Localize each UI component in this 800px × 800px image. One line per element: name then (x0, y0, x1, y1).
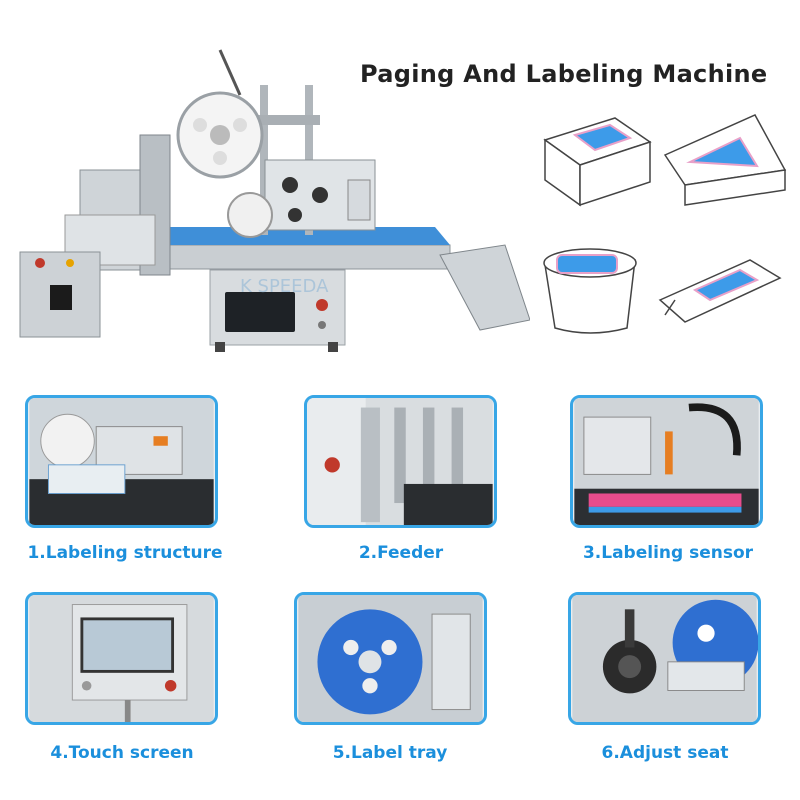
svg-text:K SPEEDA: K SPEEDA (240, 276, 329, 297)
caption-labeling-sensor: 3.Labeling sensor (582, 543, 754, 563)
feeder-photo (304, 395, 497, 528)
labeling-structure-photo (25, 395, 218, 528)
product-shapes (535, 100, 790, 350)
page-title: Paging And Labeling Machine (360, 60, 768, 88)
touch-screen-photo (25, 592, 218, 725)
caption-adjust-seat: 6.Adjust seat (601, 743, 729, 763)
machine-screen (225, 292, 295, 332)
labeling-machine-image: K SPEEDA (10, 30, 531, 360)
adjust-seat-photo (568, 592, 761, 725)
pouch-product-icon (658, 259, 782, 323)
box-product-icon (543, 117, 652, 207)
caption-label-tray: 5.Label tray (332, 743, 448, 763)
caption-labeling-structure: 1.Labeling structure (27, 543, 223, 563)
tub-product-icon (543, 248, 637, 334)
caption-touch-screen: 4.Touch screen (50, 743, 194, 763)
wedge-product-icon (663, 114, 787, 206)
caption-feeder: 2.Feeder (358, 543, 444, 563)
label-tray-photo (294, 592, 487, 725)
labeling-sensor-photo (570, 395, 763, 528)
